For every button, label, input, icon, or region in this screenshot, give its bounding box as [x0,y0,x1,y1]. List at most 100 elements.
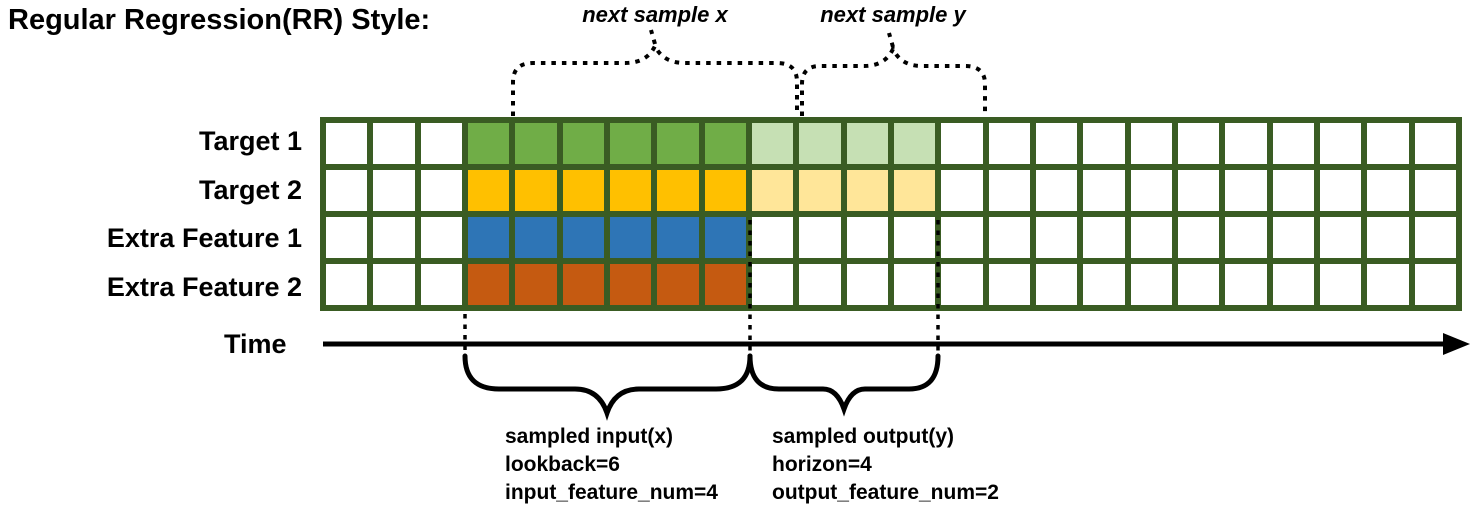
grid-cell [1414,170,1456,211]
grid-cell [609,123,652,164]
grid-cell [326,264,368,305]
grid-cell [1083,123,1125,164]
grid-cell [751,264,794,305]
grid-cell [941,123,983,164]
grid-cell [420,123,462,164]
input-feature-num-value: input_feature_num=4 [505,481,718,504]
grid-cell [751,170,794,211]
grid-cell [1367,264,1409,305]
grid-cell [1130,217,1172,258]
grid-cell [1035,217,1078,258]
grid-cell [1272,217,1314,258]
grid-cell [467,217,510,258]
grid-cell [941,170,983,211]
grid-cell [326,123,368,164]
grid-cell [562,123,604,164]
grid-cell [609,217,652,258]
next-sample-x-brace [511,41,799,116]
grid-cell [988,170,1030,211]
grid-cell [562,170,604,211]
grid-cell [704,170,746,211]
grid-cell [657,170,699,211]
grid-cell [799,123,841,164]
lookback-value: lookback=6 [505,453,620,476]
grid-cell [420,264,462,305]
next-sample-y-brace [800,44,987,116]
time-axis-label: Time [224,329,287,359]
grid-cell [657,217,699,258]
grid-cell [1177,264,1220,305]
grid-cell [799,217,841,258]
next-sample-x-brace-tip [649,29,657,45]
grid-cell [1367,123,1409,164]
grid-cell [988,123,1030,164]
row-labels: Target 1 Target 2 Extra Feature 1 Extra … [0,0,310,516]
grid-cell [467,170,510,211]
grid-cell [1177,217,1220,258]
grid-cell [467,123,510,164]
grid-cell [1035,170,1078,211]
grid-cell [704,264,746,305]
grid-cell [893,170,936,211]
grid-cell [1319,170,1362,211]
grid-cell [609,170,652,211]
grid-cell [1083,170,1125,211]
grid-cell [515,170,557,211]
grid-cell [704,123,746,164]
grid-cell [893,123,936,164]
grid-cell [1130,264,1172,305]
grid-cell [988,217,1030,258]
grid-cell [373,123,415,164]
grid-cell [515,217,557,258]
grid-cell [373,264,415,305]
grid-cell [1414,217,1456,258]
grid-cell [515,264,557,305]
grid-cell [704,217,746,258]
grid-cell [846,264,888,305]
grid-cell [1225,217,1267,258]
grid-cell [1083,264,1125,305]
grid-cell [1083,217,1125,258]
grid-cell [326,170,368,211]
grid-cell [1177,123,1220,164]
grid-cell [751,123,794,164]
time-series-grid [320,117,1462,311]
grid-cell [373,170,415,211]
grid-cell [1035,123,1078,164]
grid-cell [751,217,794,258]
grid-cell [846,123,888,164]
sampled-output-annotation: sampled output(y) horizon=4 output_featu… [772,423,999,507]
sampled-output-brace [747,353,941,417]
grid-cell [467,264,510,305]
grid-cell [893,264,936,305]
grid-cell [326,217,368,258]
grid-cell [893,217,936,258]
grid-cell [562,217,604,258]
next-sample-y-label: next sample y [820,2,966,27]
row-label-extra-feature-2: Extra Feature 2 [106,272,302,302]
row-label-target-1: Target 1 [198,126,302,156]
grid-cell [1130,170,1172,211]
grid-cell [1367,170,1409,211]
grid-cell [1272,123,1314,164]
grid-cell [1225,170,1267,211]
grid-cell [988,264,1030,305]
output-feature-num-value: output_feature_num=2 [772,481,999,504]
row-label-target-2: Target 2 [198,175,302,205]
grid-cell [799,170,841,211]
grid-cell [1319,123,1362,164]
sampled-input-title: sampled input(x) [505,425,674,448]
grid-cell [562,264,604,305]
next-sample-y-brace-tip [887,32,895,48]
grid-cell [609,264,652,305]
sampled-output-title: sampled output(y) [772,425,954,448]
grid-cell [846,217,888,258]
grid-cell [1130,123,1172,164]
grid-cell [941,264,983,305]
grid-cell [657,264,699,305]
grid-cell [1272,264,1314,305]
grid-cell [1367,217,1409,258]
row-label-extra-feature-1: Extra Feature 1 [106,223,302,253]
grid-cell [1414,123,1456,164]
